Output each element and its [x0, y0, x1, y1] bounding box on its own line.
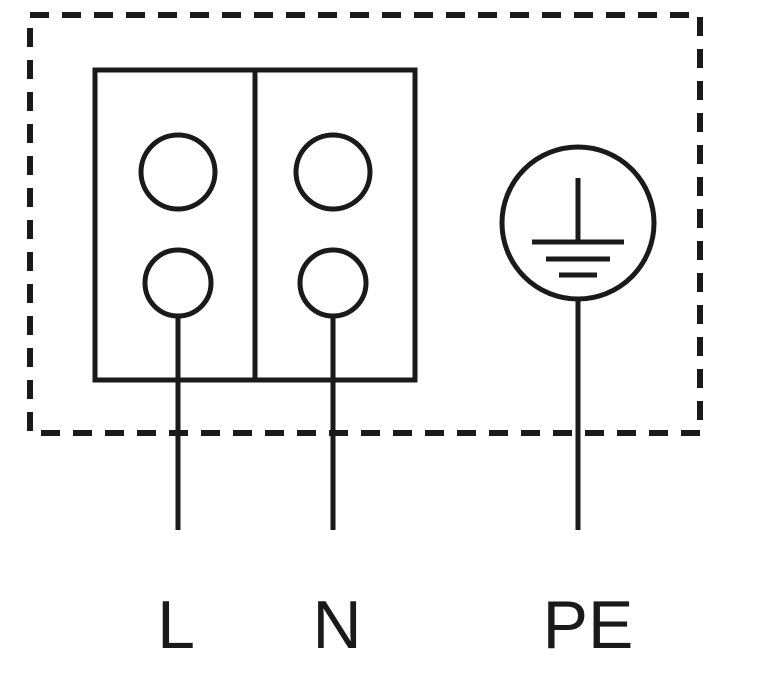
enclosure-dashed-border — [27, 12, 703, 436]
terminal-n-upper-circle — [293, 132, 373, 212]
label-line: L — [157, 587, 195, 663]
terminal-n-lower-circle — [297, 247, 369, 319]
label-earth: PE — [543, 587, 634, 663]
terminal-l-lower-circle — [142, 247, 214, 319]
terminal-l-upper-circle — [138, 132, 218, 212]
label-neutral: N — [312, 587, 361, 663]
earth-ground-icon — [532, 178, 624, 278]
